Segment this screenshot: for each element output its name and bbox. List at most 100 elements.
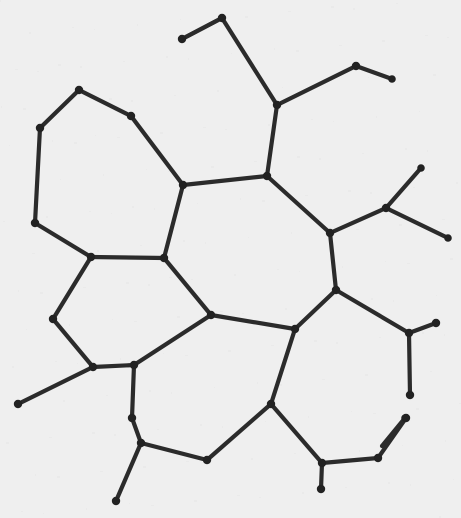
paper-speck bbox=[191, 279, 193, 280]
paper-speck bbox=[282, 87, 283, 88]
paper-speck bbox=[9, 145, 10, 146]
paper-speck bbox=[220, 311, 223, 312]
paper-speck bbox=[183, 240, 185, 242]
paper-speck bbox=[413, 187, 415, 188]
graph-endpoint bbox=[444, 234, 452, 242]
paper-speck bbox=[328, 303, 330, 304]
paper-speck bbox=[231, 53, 232, 54]
paper-speck bbox=[456, 182, 458, 184]
graph-node bbox=[31, 219, 39, 227]
paper-speck bbox=[177, 316, 180, 318]
paper-speck bbox=[445, 440, 446, 442]
paper-speck bbox=[194, 500, 197, 502]
paper-speck bbox=[444, 334, 445, 336]
paper-speck bbox=[405, 148, 407, 150]
paper-speck bbox=[197, 203, 198, 204]
paper-speck bbox=[416, 408, 419, 410]
paper-speck bbox=[126, 282, 129, 284]
paper-speck bbox=[436, 295, 437, 296]
graph-endpoint bbox=[401, 414, 409, 422]
graph-node bbox=[432, 319, 440, 327]
paper-speck bbox=[294, 453, 296, 454]
paper-speck bbox=[131, 100, 133, 102]
paper-speck bbox=[393, 300, 394, 302]
paper-speck bbox=[430, 371, 432, 372]
paper-speck bbox=[410, 484, 411, 486]
paper-speck bbox=[442, 219, 445, 220]
paper-speck bbox=[407, 263, 410, 264]
paper-speck bbox=[63, 400, 65, 402]
paper-speck bbox=[1, 106, 2, 108]
graph-edge bbox=[91, 257, 164, 258]
paper-speck bbox=[109, 98, 112, 100]
paper-speck bbox=[254, 161, 257, 162]
paper-speck bbox=[240, 198, 241, 200]
paper-speck bbox=[186, 461, 189, 462]
paper-speck bbox=[120, 358, 121, 360]
paper-speck bbox=[174, 95, 176, 96]
paper-speck bbox=[149, 390, 151, 392]
graph-node bbox=[405, 329, 413, 337]
graph-node bbox=[406, 391, 414, 399]
graph-node bbox=[36, 124, 44, 132]
paper-speck bbox=[222, 426, 223, 428]
paper-speck bbox=[379, 337, 381, 338]
paper-speck bbox=[95, 135, 96, 136]
paper-speck bbox=[427, 150, 428, 152]
paper-speck bbox=[23, 108, 26, 110]
graph-node bbox=[49, 315, 57, 323]
graph-endpoint bbox=[14, 400, 22, 408]
paper-speck bbox=[123, 61, 125, 62]
paper-speck bbox=[188, 58, 189, 60]
graph-endpoint bbox=[388, 75, 396, 83]
paper-speck bbox=[299, 271, 300, 272]
paper-speck bbox=[94, 29, 95, 30]
paper-speck bbox=[450, 258, 453, 260]
paper-speck bbox=[433, 74, 436, 76]
paper-speck bbox=[422, 332, 424, 334]
paper-speck bbox=[453, 479, 454, 480]
paper-speck bbox=[32, 253, 35, 254]
graph-endpoint bbox=[417, 164, 425, 172]
paper-speck bbox=[353, 8, 355, 10]
graph-node bbox=[207, 311, 215, 319]
paper-speck bbox=[447, 37, 449, 38]
paper-speck bbox=[169, 277, 172, 278]
paper-speck bbox=[69, 324, 70, 326]
paper-speck bbox=[57, 476, 60, 478]
graph-node bbox=[179, 181, 187, 189]
paper-speck bbox=[311, 119, 313, 120]
paper-speck bbox=[373, 413, 376, 414]
paper-speck bbox=[331, 6, 334, 8]
paper-speck bbox=[157, 429, 159, 430]
paper-speck bbox=[60, 179, 61, 180]
paper-speck bbox=[117, 137, 120, 138]
paper-speck bbox=[425, 35, 428, 36]
paper-speck bbox=[333, 121, 334, 122]
paper-speck bbox=[356, 229, 359, 230]
paper-speck bbox=[114, 434, 116, 436]
paper-speck bbox=[43, 513, 44, 514]
paper-speck bbox=[345, 487, 347, 488]
paper-speck bbox=[217, 90, 219, 92]
paper-speck bbox=[234, 274, 236, 276]
graph-node bbox=[263, 172, 271, 180]
graph-node bbox=[137, 439, 145, 447]
paper-speck bbox=[402, 445, 403, 446]
paper-speck bbox=[205, 242, 206, 244]
graph-node bbox=[317, 485, 325, 493]
paper-speck bbox=[308, 416, 309, 418]
paper-speck bbox=[80, 66, 82, 68]
graph-endpoint bbox=[112, 497, 120, 505]
paper-speck bbox=[211, 166, 214, 168]
paper-speck bbox=[180, 19, 181, 20]
graph-edge bbox=[132, 365, 134, 418]
paper-speck bbox=[129, 503, 130, 504]
paper-speck bbox=[100, 471, 103, 472]
paper-speck bbox=[214, 387, 215, 388]
paper-speck bbox=[259, 497, 261, 498]
paper-speck bbox=[134, 321, 137, 322]
paper-speck bbox=[251, 458, 253, 460]
paper-speck bbox=[112, 319, 113, 320]
paper-speck bbox=[288, 11, 291, 12]
